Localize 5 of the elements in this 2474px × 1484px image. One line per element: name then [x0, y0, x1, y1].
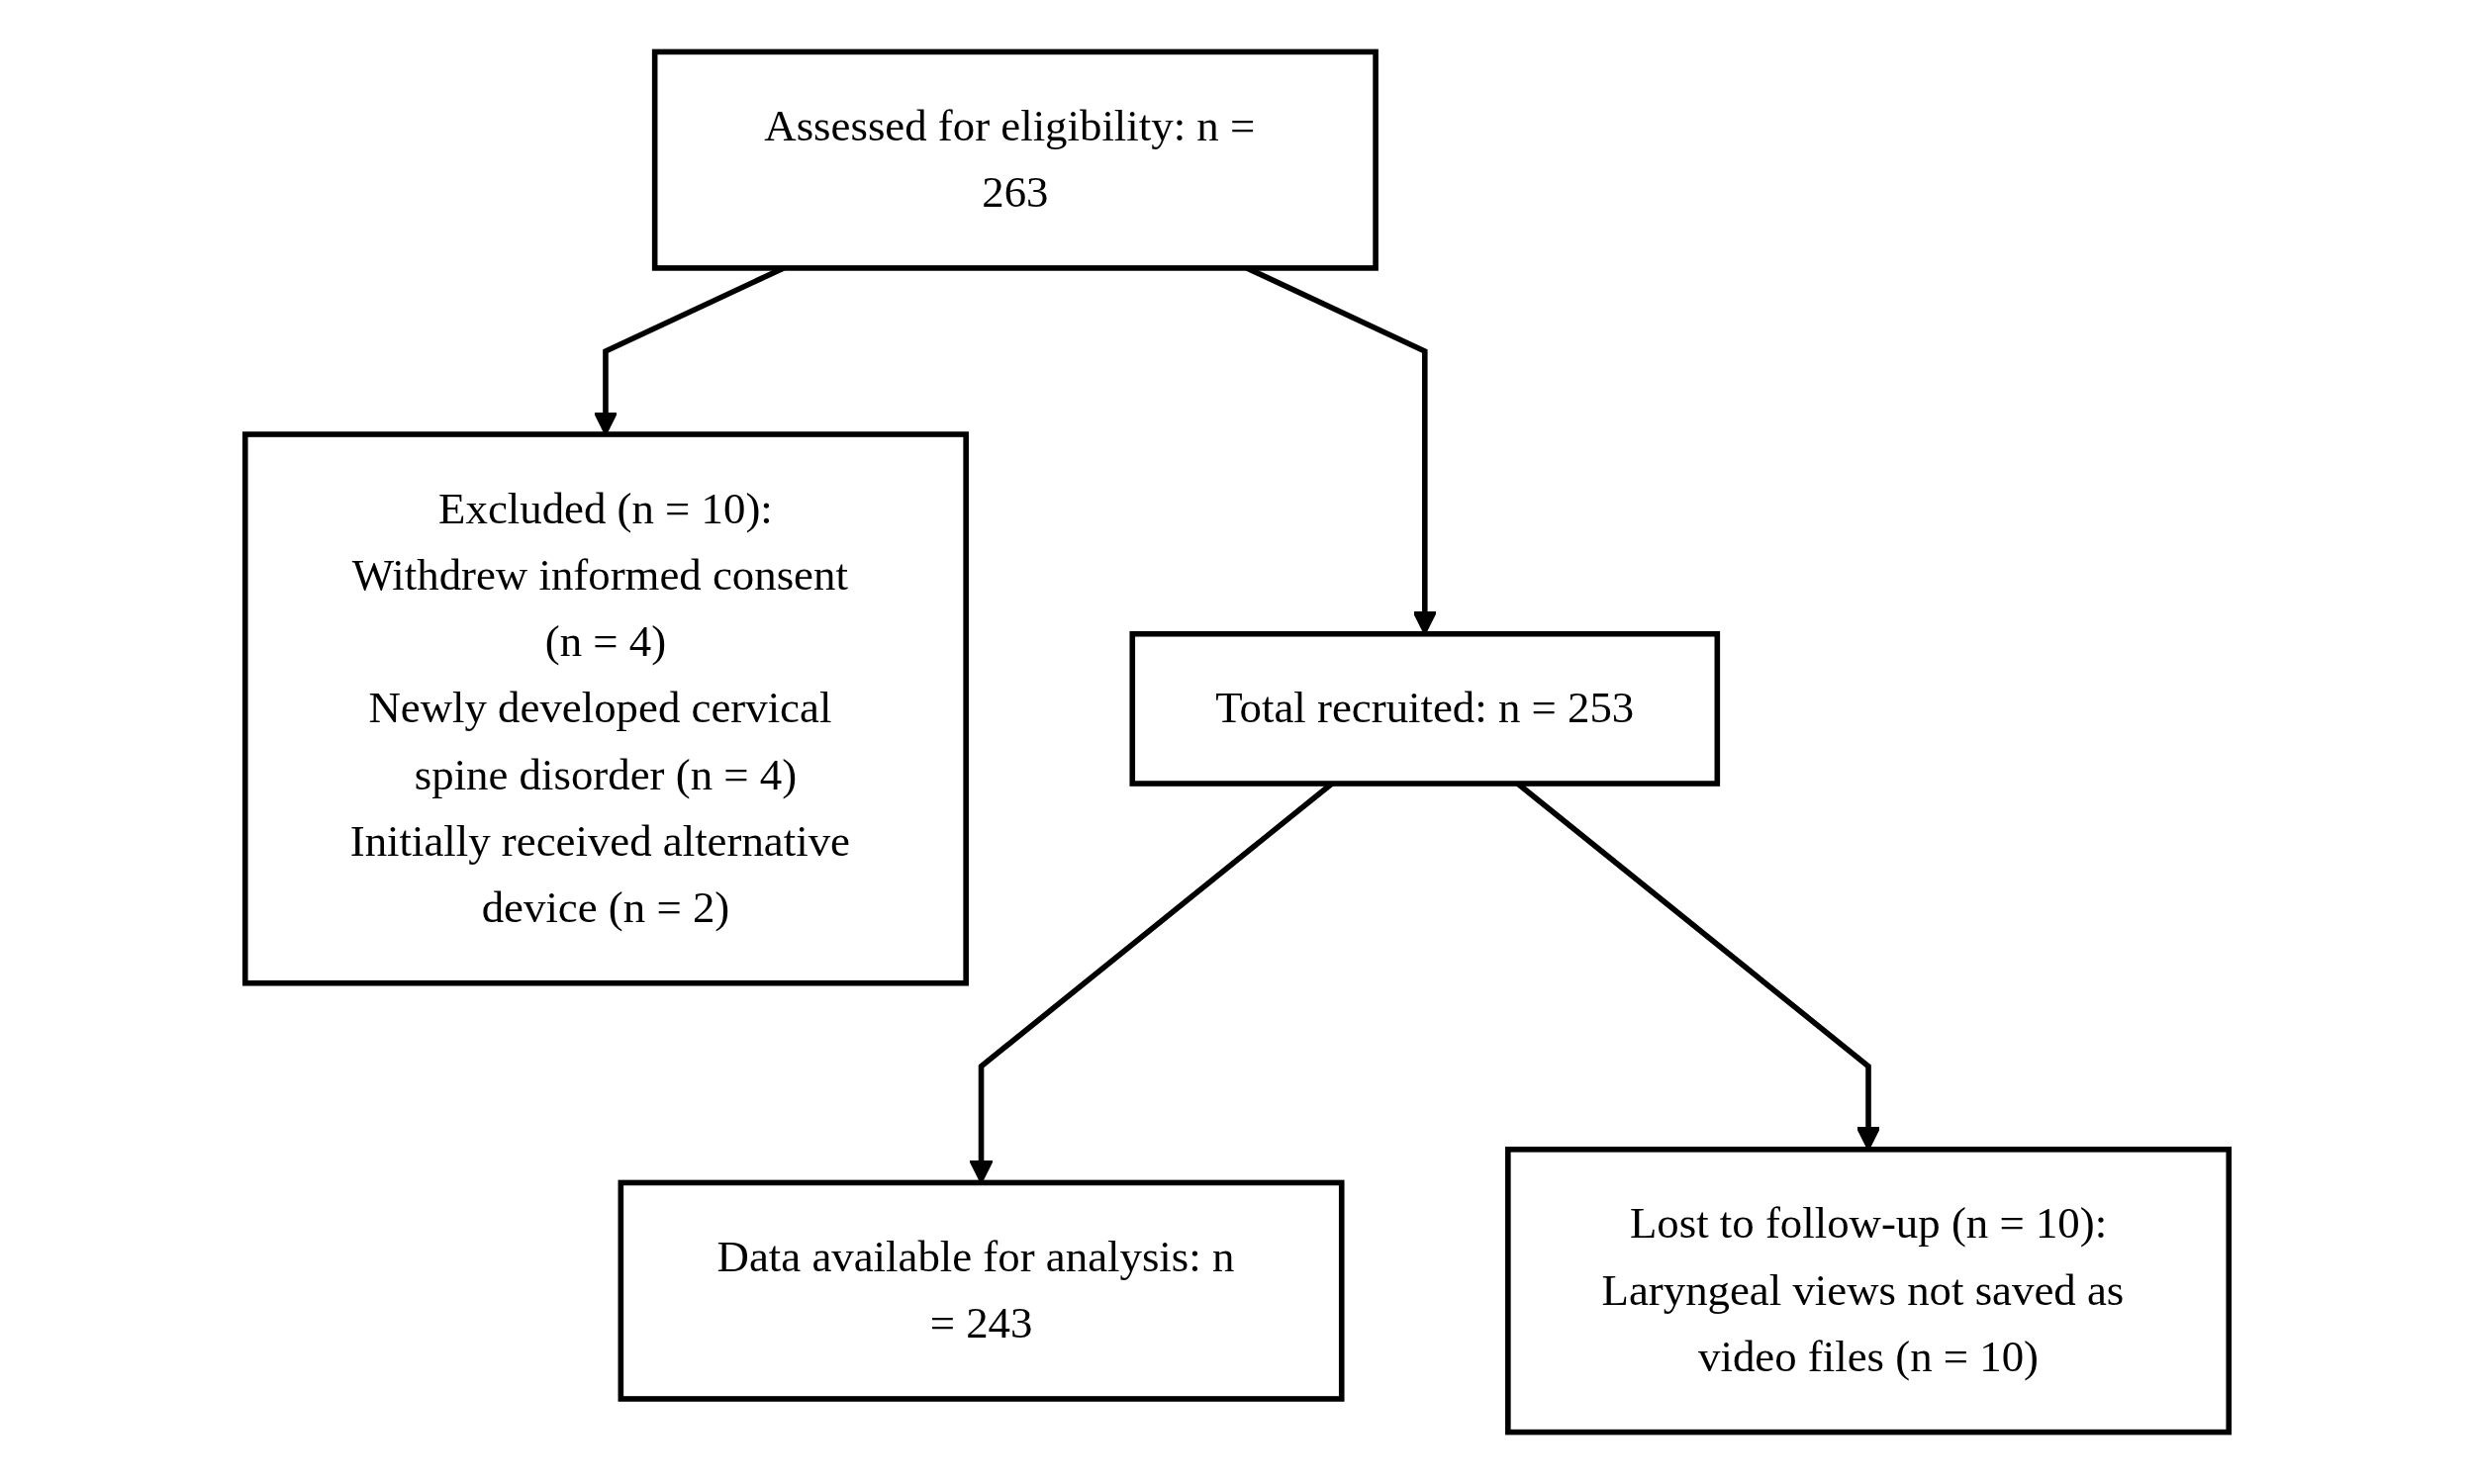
node-box: Excluded (n = 10): Withdrew informed consent (n = 4) Newly developed cervical spine disorder (n = 4) Initially received alternative device (n = 2): [241, 431, 969, 986]
node-box: Data available for analysis: n = 243: [618, 1179, 1345, 1402]
node-box: Lost to follow-up (n = 10): Laryngeal views not saved as video files (n = 10): [1505, 1147, 2233, 1436]
node-box: Assessed for eligibility: n = 263: [651, 48, 1379, 271]
node-box: Total recruited: n = 253: [1129, 630, 1721, 787]
